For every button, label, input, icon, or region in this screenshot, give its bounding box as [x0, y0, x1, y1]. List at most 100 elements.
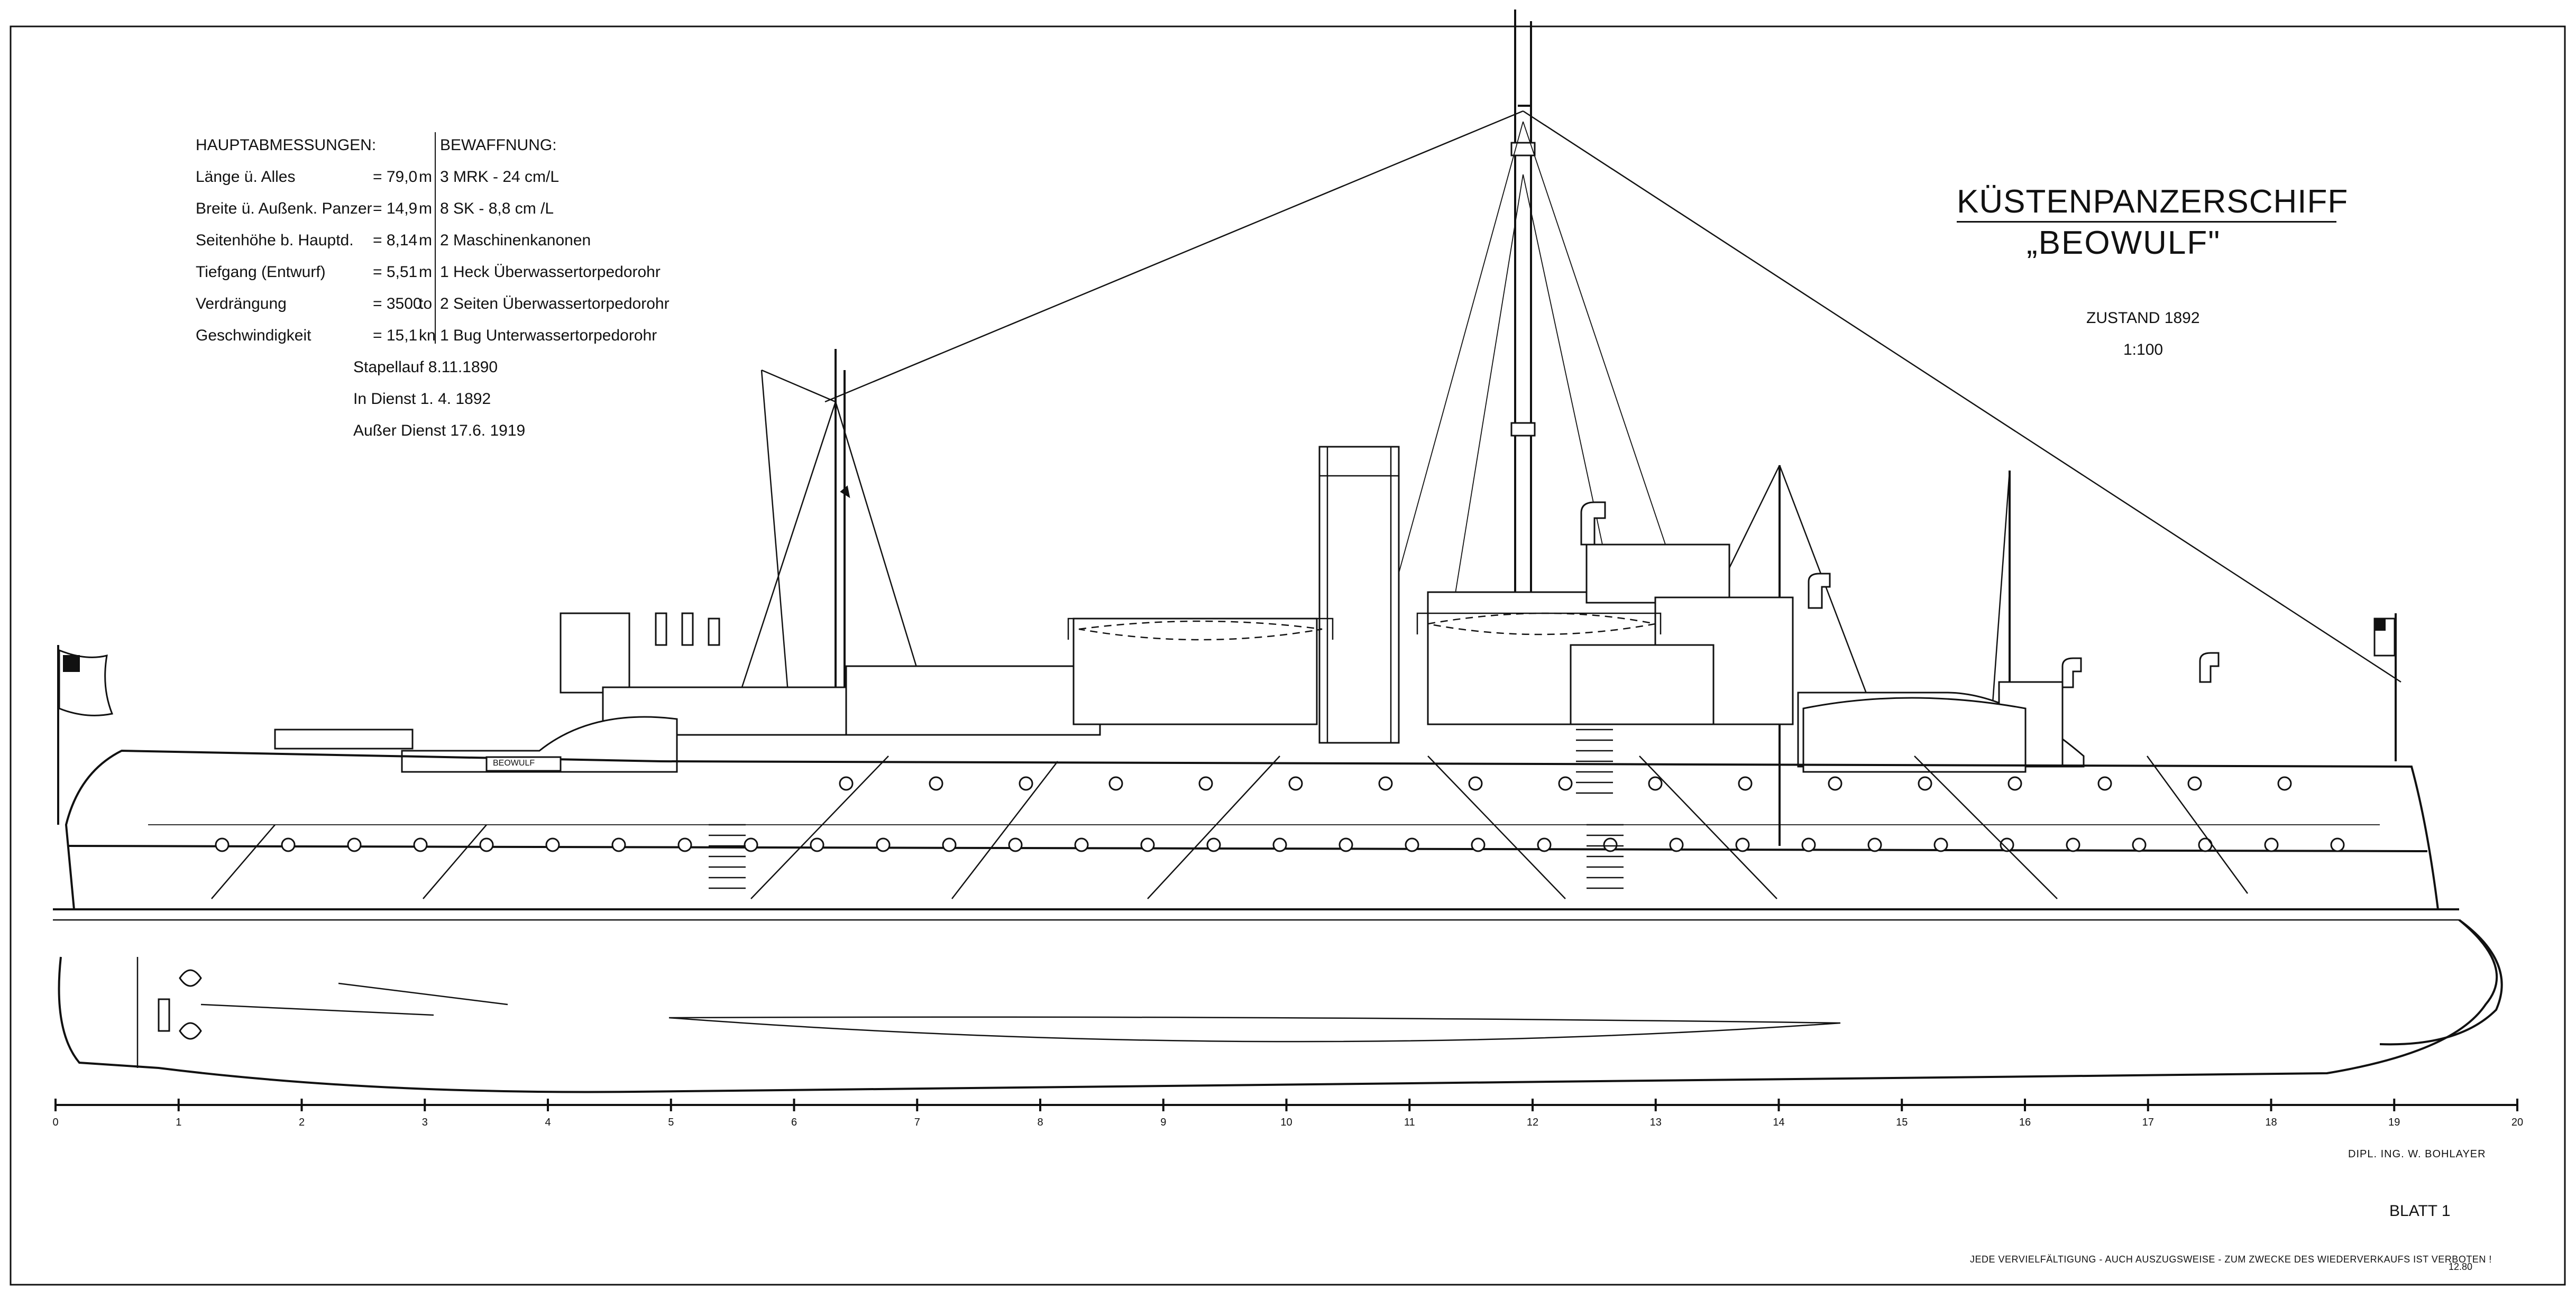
porthole: [479, 837, 494, 852]
porthole: [1019, 776, 1033, 791]
dimension-name: Verdrängung: [196, 295, 287, 312]
porthole: [281, 837, 296, 852]
scale-tick-label: 3: [421, 1117, 428, 1128]
porthole: [1933, 837, 1948, 852]
porthole: [1468, 776, 1483, 791]
scale-tick-label: 18: [2265, 1117, 2277, 1128]
porthole: [1669, 837, 1684, 852]
porthole: [929, 776, 943, 791]
porthole: [876, 837, 891, 852]
porthole: [839, 776, 854, 791]
ladders: [709, 729, 1624, 889]
porthole: [1867, 837, 1882, 852]
scale-tick-label: 10: [1280, 1117, 1292, 1128]
dimension-name: Geschwindigkeit: [196, 327, 311, 344]
armament-heading: BEWAFFNUNG:: [440, 136, 557, 154]
porthole: [2187, 776, 2202, 791]
porthole: [2277, 776, 2292, 791]
porthole: [1074, 837, 1089, 852]
porthole: [810, 837, 824, 852]
stern-flag: [57, 645, 114, 825]
scale-tick-label: 2: [298, 1117, 305, 1128]
portholes: [215, 776, 2345, 852]
service-date: Stapellauf 8.11.1890: [353, 358, 498, 376]
dimensions-heading: HAUPTABMESSUNGEN:: [196, 136, 377, 154]
scale-tick-label: 19: [2388, 1117, 2400, 1128]
sheet-number: BLATT 1: [2389, 1202, 2451, 1220]
scale-bar: [54, 1099, 2518, 1111]
ship-name-title: „BEOWULF": [2027, 225, 2221, 261]
scale-tick-label: 9: [1160, 1117, 1167, 1128]
dimension-value: = 5,51: [373, 263, 418, 281]
porthole: [215, 837, 230, 852]
dimension-unit: m: [419, 200, 432, 217]
scale-tick-label: 11: [1404, 1117, 1415, 1128]
porthole: [2330, 837, 2345, 852]
porthole: [1108, 776, 1123, 791]
spec-divider: [435, 132, 436, 344]
ventilators: [655, 501, 2220, 688]
porthole: [1735, 837, 1750, 852]
porthole: [1828, 776, 1842, 791]
title-underline: [1957, 221, 2336, 223]
drawing-frame: [10, 25, 2566, 1286]
porthole: [1918, 776, 1932, 791]
dimension-unit: to: [419, 295, 433, 312]
porthole: [1206, 837, 1221, 852]
porthole: [347, 837, 362, 852]
porthole: [2264, 837, 2279, 852]
porthole: [942, 837, 957, 852]
copyright-notice: JEDE VERVIELFÄLTIGUNG - AUCH AUSZUGSWEIS…: [1970, 1254, 2492, 1265]
dimension-unit: m: [419, 263, 432, 281]
scale-tick-label: 16: [2019, 1117, 2031, 1128]
fore-gun: [274, 716, 678, 773]
porthole: [2007, 776, 2022, 791]
porthole: [1198, 776, 1213, 791]
boats: [1067, 612, 1662, 641]
scale-tick-label: 13: [1649, 1117, 1662, 1128]
porthole: [1801, 837, 1816, 852]
scale-tick-label: 0: [52, 1117, 59, 1128]
dimension-unit: m: [419, 232, 432, 249]
name-plate: [485, 756, 562, 772]
porthole: [1537, 837, 1552, 852]
armament-item: 3 MRK - 24 cm/L: [440, 168, 560, 186]
dimension-value: = 15,1: [373, 327, 418, 344]
porthole: [1558, 776, 1573, 791]
dimension-name: Seitenhöhe b. Hauptd.: [196, 232, 354, 249]
dimension-name: Länge ü. Alles: [196, 168, 296, 186]
scale-tick-label: 14: [1773, 1117, 1785, 1128]
porthole: [2198, 837, 2213, 852]
porthole: [744, 837, 758, 852]
porthole: [1288, 776, 1303, 791]
porthole: [2066, 837, 2080, 852]
scale-tick-label: 4: [545, 1117, 551, 1128]
dimension-value: = 79,0: [373, 168, 418, 186]
dimension-name: Tiefgang (Entwurf): [196, 263, 326, 281]
scale-tick-label: 5: [668, 1117, 674, 1128]
porthole: [1648, 776, 1663, 791]
porthole: [1272, 837, 1287, 852]
sheet-code: 12.80: [2449, 1261, 2473, 1272]
porthole: [2132, 837, 2147, 852]
underwater-hull: [58, 919, 2503, 1093]
porthole: [1008, 837, 1023, 852]
bow-flag: [2373, 613, 2397, 761]
armament-item: 8 SK - 8,8 cm /L: [440, 200, 554, 217]
funnel: [1318, 446, 1400, 744]
scale-tick-label: 17: [2142, 1117, 2154, 1128]
armament-item: 2 Seiten Überwassertorpedorohr: [440, 295, 670, 312]
fore-mast: [729, 349, 932, 725]
porthole: [611, 837, 626, 852]
porthole: [677, 837, 692, 852]
ship-type-title: KÜSTENPANZERSCHIFF: [1957, 183, 2349, 220]
scale-tick-label: 12: [1526, 1117, 1539, 1128]
hull-name-marking: BEOWULF: [493, 759, 535, 768]
scale-label: 1:100: [2123, 341, 2164, 358]
porthole: [413, 837, 428, 852]
scale-tick-label: 7: [914, 1117, 920, 1128]
hull: [53, 749, 2459, 921]
aft-gun: [1802, 697, 2027, 773]
dimension-name: Breite ü. Außenk. Panzer: [196, 200, 372, 217]
